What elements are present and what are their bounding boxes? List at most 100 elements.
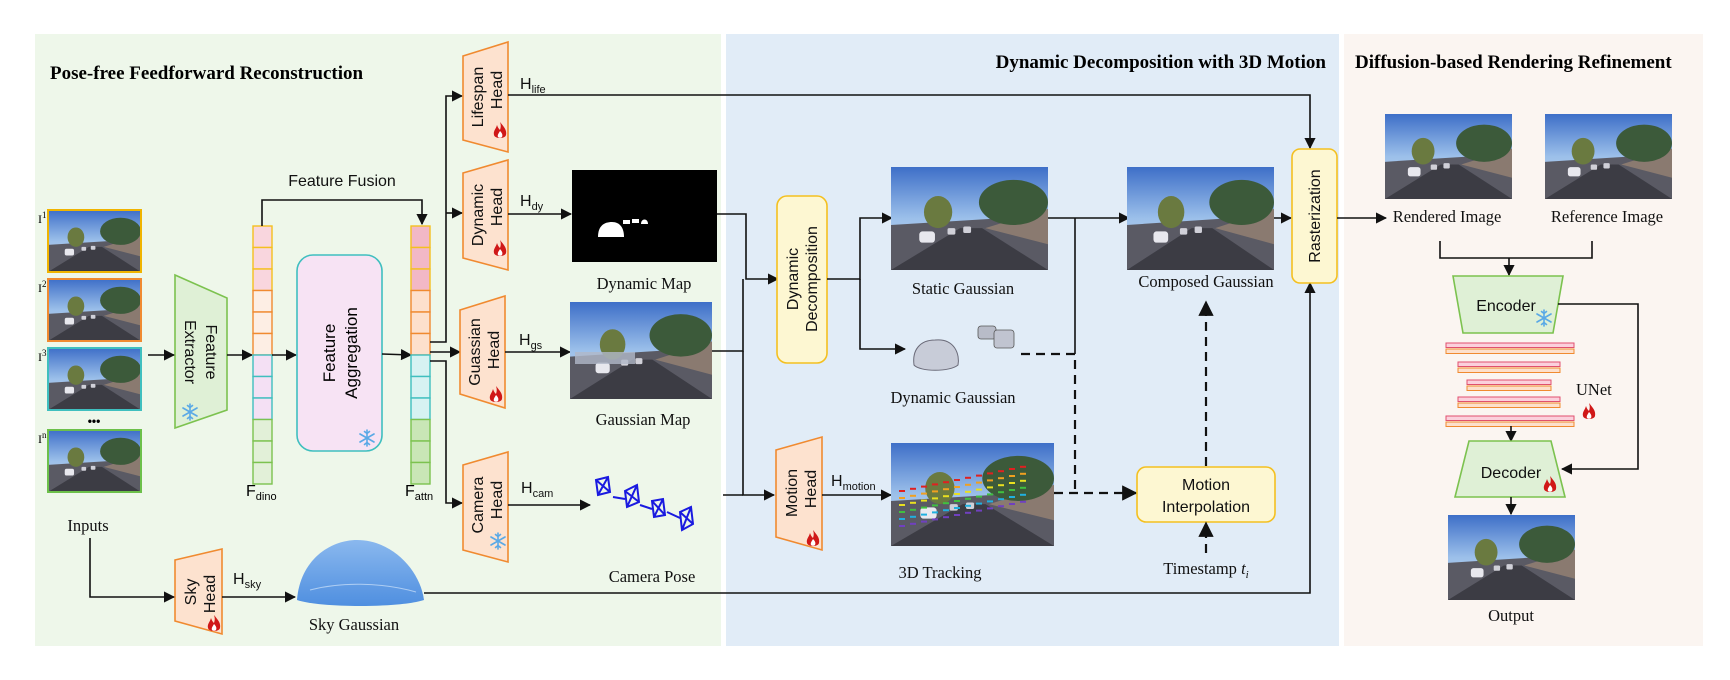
feature-fusion-arrow [261,199,428,226]
output-image [1448,515,1575,600]
tracking-label: 3D Tracking [899,563,982,582]
feature-cell [252,289,273,313]
feature-cell [410,225,431,249]
frames-ellipsis: ••• [88,414,101,428]
unet-layer-bar [1457,396,1561,402]
feature-aggregation-label-2: Aggregation [342,307,361,399]
decoder-label: Decoder [1481,465,1542,482]
feature-vector-attn [410,225,431,485]
composed-gaussian-label: Composed Gaussian [1138,272,1273,291]
frame-label-3: I3 [38,348,47,364]
arrow-sky-to-rasterization [424,281,1316,594]
reference-image-label: Reference Image [1551,207,1663,226]
motion-head-label-1: Motion [784,469,801,517]
unet-layer-bar [1457,367,1561,373]
dynamic-head-label-2: Head [489,188,506,226]
sky-head-label-1: Sky [183,579,200,606]
encoder-label: Encoder [1476,298,1536,315]
arrow-to-camera-head [430,360,464,509]
dynamic-gaussian-cars [913,325,1015,371]
unet-layers [1445,342,1575,427]
feature-cell [410,354,431,378]
frame-label-n: In [38,430,47,446]
frame-label-2: I2 [38,279,47,295]
feature-cell [410,311,431,335]
h-dy-label: Hdy [520,193,544,213]
motion-head-label-2: Head [803,470,820,508]
gaussian-map-label: Gaussian Map [596,410,691,429]
feature-cell [252,246,273,270]
lifespan-head-label-2: Head [489,71,506,109]
arrow-to-dynamic-gaussian [859,279,907,355]
arrow-inputs-to-sky-head [89,538,176,603]
motion-interpolation-label-2: Interpolation [1162,499,1250,516]
gaussian-map-image [570,302,712,399]
unet-layer-bar [1457,402,1561,408]
unet-layer-bar [1445,342,1575,348]
arrow-aggregation-to-attn [381,349,413,361]
panel-title-reconstruction: Pose-free Feedforward Reconstruction [50,63,363,84]
inputs-label: Inputs [67,516,108,535]
gaussian-head-label-1: Guassian [467,318,484,386]
encoder: Encoder [1452,275,1564,334]
feature-cell [410,246,431,270]
input-frame-1 [47,209,142,273]
feature-vector-dino [252,225,273,485]
dynamic-map-image [572,170,717,262]
rendered-image [1385,114,1512,199]
arrow-to-lifespan-head [430,90,464,343]
unet-layer-bar [1466,379,1552,385]
feature-cell [410,418,431,442]
feature-cell [252,268,273,292]
dynamic-map-label: Dynamic Map [597,274,692,293]
h-cam-label: Hcam [521,480,553,500]
input-frame-3 [47,347,142,411]
dynamic-gaussian-label: Dynamic Gaussian [890,388,1015,407]
feature-cell [252,332,273,356]
feature-cell [410,440,431,464]
camera-pose-label: Camera Pose [609,567,696,586]
feature-cell [410,332,431,356]
decomposition-label-1: Dynamic [785,248,802,310]
static-gaussian-image [891,167,1048,270]
composed-gaussian-image [1127,167,1274,270]
feature-extractor-label-1: Feature [202,324,219,379]
feature-extractor: Feature Extractor [174,273,228,430]
gaussian-head: Guassian Head [459,294,506,410]
feature-cell [410,289,431,313]
dynamic-decomposition-box: Dynamic Decomposition [776,195,828,364]
feature-aggregation: Feature Aggregation [296,254,383,452]
unet-layer-bar [1466,385,1552,391]
motion-interpolation-label-1: Motion [1182,477,1230,494]
motion-head: Motion Head [775,435,823,552]
fdino-label: Fdino [246,483,277,503]
rasterization-box: Rasterization [1291,148,1338,284]
feature-cell [252,375,273,399]
lifespan-head: Lifespan Head [462,40,509,154]
unet-layer-bar [1445,415,1575,421]
sky-head-label-2: Head [202,575,219,613]
feature-cell [410,268,431,292]
feature-fusion-label: Feature Fusion [288,173,396,190]
timestamp-label: Timestamp ti [1163,559,1248,581]
arrow-dynamic-map-to-decomposition [717,213,780,285]
camera-head-label-2: Head [489,481,506,519]
line-images-merge [1439,241,1593,259]
fattn-label: Fattn [405,483,433,503]
decomposition-label-2: Decomposition [804,226,821,332]
feature-cell [410,375,431,399]
motion-interpolation-box: Motion Interpolation [1136,466,1276,523]
dynamic-head-label-1: Dynamic [470,184,487,246]
gaussian-head-label-2: Head [486,331,503,369]
camera-pose-frustums [594,475,695,532]
sky-head: Sky Head [174,547,223,636]
arrow-life-to-rasterization [508,94,1316,150]
feature-cell [252,397,273,421]
input-frame-2 [47,278,142,342]
feature-cell [252,418,273,442]
static-gaussian-label: Static Gaussian [912,279,1014,298]
camera-head-label-1: Camera [470,476,487,533]
unet-label: UNet [1576,380,1612,399]
h-life-label: Hlife [520,76,546,96]
